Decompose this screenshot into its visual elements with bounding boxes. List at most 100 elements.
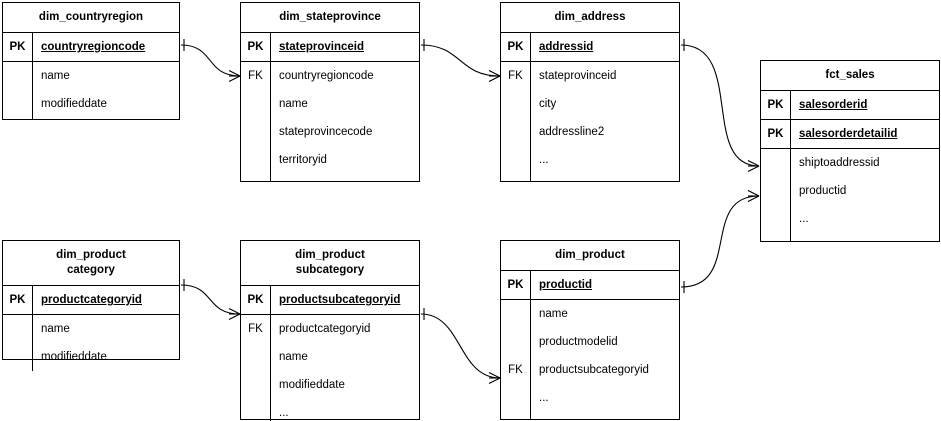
attribute-row[interactable]: name — [41, 323, 70, 335]
key-badge-pk: PK — [767, 128, 784, 140]
key-column: PK — [241, 33, 271, 61]
attribute-row[interactable]: shiptoaddressid — [799, 157, 880, 169]
attribute-row[interactable]: stateprovincecode — [279, 126, 373, 138]
attribute-row[interactable]: productsubcategoryid — [279, 294, 401, 306]
entity-title-dim_product_category: dim_product category — [3, 241, 179, 286]
relationship-line — [680, 44, 760, 167]
key-column — [761, 149, 791, 241]
key-column: PK — [761, 120, 791, 148]
key-badge-empty — [501, 384, 530, 412]
attribute-row[interactable]: modifieddate — [279, 379, 345, 391]
cardinality-many-marker — [747, 165, 760, 172]
attribute-row[interactable]: modifieddate — [41, 98, 107, 110]
relationship-line — [680, 195, 760, 288]
attribute-group: PK productid — [501, 271, 679, 300]
attribute-row[interactable]: stateprovinceid — [539, 70, 617, 82]
attribute-column: countryregioncode name stateprovincecode te… — [271, 62, 419, 181]
entity-title-dim_product: dim_product — [501, 241, 679, 271]
relationship-productsubcategory-to-product — [420, 308, 501, 384]
key-badge-empty — [501, 146, 530, 174]
attribute-group: PK productcategoryid — [3, 286, 179, 315]
entity-title-dim_product_subcategory: dim_product subcategory — [241, 241, 419, 286]
attribute-row[interactable]: ... — [539, 392, 549, 404]
attribute-row[interactable]: productsubcategoryid — [539, 364, 649, 376]
attribute-group: FK countryregioncode name stateprovincecode… — [241, 62, 419, 181]
attribute-group: PK stateprovinceid — [241, 33, 419, 62]
attribute-row[interactable]: stateprovinceid — [279, 41, 364, 53]
attribute-row[interactable]: ... — [539, 154, 549, 166]
cardinality-many-marker — [228, 75, 241, 82]
attribute-row[interactable]: ... — [799, 213, 809, 225]
attribute-row[interactable]: ... — [279, 407, 289, 419]
entity-title-dim_address: dim_address — [501, 3, 679, 33]
attribute-column: stateprovinceid — [271, 33, 419, 61]
key-column: PK — [3, 286, 33, 314]
attribute-column: name productmodelid productsubcategoryid..… — [531, 300, 679, 419]
cardinality-many-marker — [488, 372, 501, 379]
attribute-column: productcategoryid name modifieddate... — [271, 315, 419, 421]
cardinality-many-marker — [488, 70, 501, 77]
attribute-row[interactable]: salesorderid — [799, 99, 868, 111]
key-badge-empty — [761, 177, 790, 205]
cardinality-many-marker — [747, 195, 760, 202]
key-badge-pk: PK — [9, 294, 26, 306]
key-badge-empty — [3, 62, 32, 90]
key-badge-empty — [241, 399, 270, 421]
key-column: FK — [501, 300, 531, 419]
key-badge-empty — [501, 90, 530, 118]
attribute-row[interactable]: productid — [799, 185, 847, 197]
relationship-countryregion-to-stateprovince — [180, 39, 241, 82]
attribute-row[interactable]: name — [279, 351, 308, 363]
attribute-row[interactable]: modifieddate — [41, 351, 107, 363]
key-column: PK — [761, 91, 791, 119]
key-badge-empty — [3, 90, 32, 118]
attribute-row[interactable]: productmodelid — [539, 336, 618, 348]
attribute-column: countryregioncode — [33, 33, 179, 61]
attribute-row[interactable]: territoryid — [279, 154, 327, 166]
key-column: PK — [501, 271, 531, 299]
relationship-line — [180, 284, 241, 315]
attribute-column: productid — [531, 271, 679, 299]
relationship-line — [420, 44, 501, 77]
key-column: FK — [241, 62, 271, 181]
attribute-row[interactable]: productcategoryid — [279, 323, 371, 335]
key-badge-empty — [3, 343, 32, 371]
relationship-productcategory-to-subcategory — [180, 279, 241, 320]
attribute-row[interactable]: productcategoryid — [41, 294, 142, 306]
attribute-row[interactable]: productid — [539, 279, 593, 291]
attribute-row[interactable]: name — [41, 70, 70, 82]
key-badge-empty — [241, 146, 270, 174]
attribute-row[interactable]: name — [539, 308, 568, 320]
key-badge-empty — [501, 328, 530, 356]
attribute-row[interactable]: name — [279, 98, 308, 110]
key-badge-fk: FK — [508, 70, 523, 82]
cardinality-many-marker — [488, 377, 501, 384]
attribute-row[interactable]: salesorderdetailid — [799, 128, 898, 140]
key-column — [3, 62, 33, 119]
attribute-row[interactable]: addressline2 — [539, 126, 605, 138]
key-badge-empty — [241, 118, 270, 146]
key-badge-empty — [241, 371, 270, 399]
attribute-row[interactable]: addressid — [539, 41, 594, 53]
attribute-row[interactable]: city — [539, 98, 557, 110]
key-badge-empty — [3, 315, 32, 343]
attribute-row[interactable]: countryregioncode — [279, 70, 374, 82]
attribute-row[interactable]: countryregioncode — [41, 41, 146, 53]
attribute-group: PK salesorderid — [761, 91, 939, 120]
key-badge-fk: FK — [248, 70, 263, 82]
